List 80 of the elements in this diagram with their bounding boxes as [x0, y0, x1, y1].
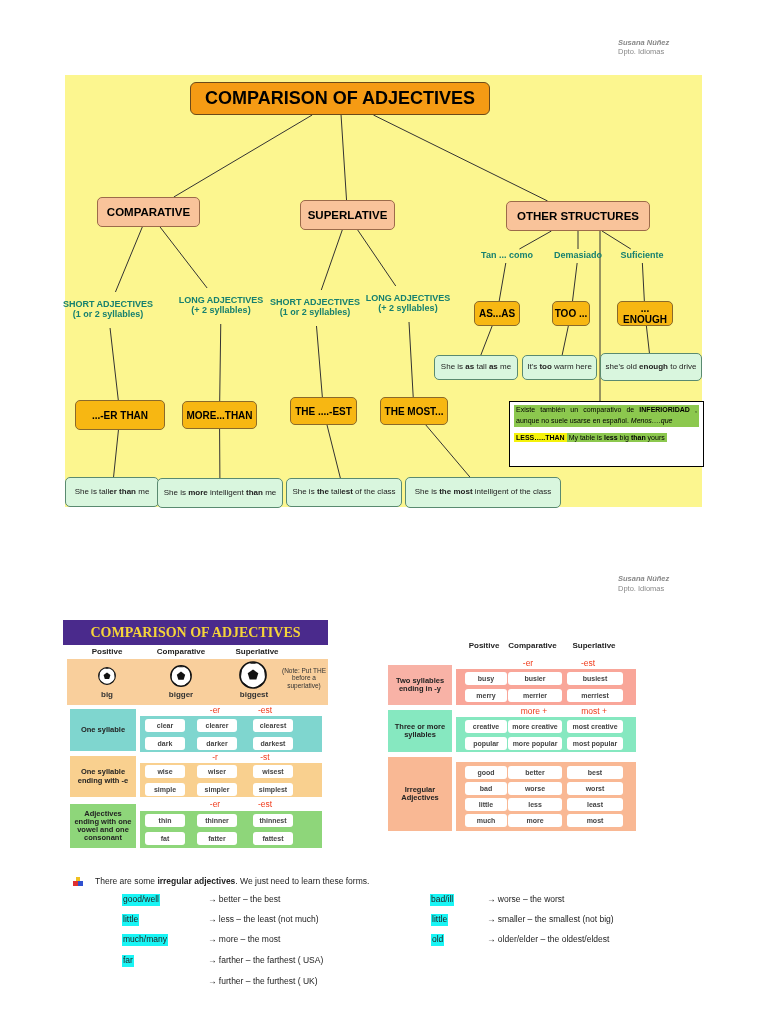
connector-line: [320, 229, 343, 291]
suffix-label: more +: [519, 707, 549, 717]
category-text: Tan ... como: [470, 249, 544, 263]
highlighted-word: far: [122, 955, 134, 967]
example-box: She is taller than me: [65, 477, 159, 507]
category-box: OTHER STRUCTURES: [506, 201, 650, 231]
connector-line: [114, 226, 143, 293]
column-header: Comparative: [155, 647, 207, 657]
highlighted-word: much/many: [122, 934, 168, 946]
note-box: [509, 401, 704, 467]
highlighted-word: bad/ill: [430, 894, 455, 906]
suffix-label: -er: [208, 800, 222, 810]
category-text: LONG ADJECTIVES (+ 2 syllables): [175, 288, 267, 324]
example-box: she's old enough to drive: [600, 353, 702, 381]
connector-line: [219, 323, 222, 402]
word-forms-text: → more – the most: [208, 934, 281, 946]
connector-line: [372, 114, 549, 202]
connector-line: [173, 114, 313, 198]
word-forms-text: → better – the best: [208, 894, 281, 906]
example-box: She is the most intelligent of the class: [405, 477, 561, 508]
suffix-label: -est: [256, 800, 274, 810]
example-box: She is more intelligent than me: [157, 478, 283, 508]
connector-line: [316, 325, 323, 398]
word-forms-text: → less – the least (not much): [208, 914, 319, 926]
word-forms-text: → older/elder – the oldest/eldest: [487, 934, 610, 946]
highlighted-word: little: [431, 914, 449, 926]
category-text: SHORT ADJECTIVES (1 or 2 syllables): [62, 292, 154, 328]
example-box: She is as tall as me: [434, 355, 518, 380]
word-forms-text: → smaller – the smallest (not big): [487, 914, 614, 926]
column-header: Positive: [467, 641, 501, 651]
column-header: Superlative: [571, 641, 617, 651]
title-box: COMPARISON OF ADJECTIVES: [190, 82, 490, 115]
category-text: Demasiado: [546, 249, 610, 263]
intro-text: There are some irregular adjectives. We just need to learn these forms.: [95, 876, 370, 888]
connector-line: [480, 325, 493, 356]
category-box: SUPERLATIVE: [300, 200, 395, 230]
connector-line: [498, 262, 507, 302]
suffix-label: most +: [580, 707, 608, 717]
example-box: She is the tallest of the class: [286, 478, 402, 507]
connector-line: [357, 229, 397, 287]
connector-line: [408, 321, 414, 398]
suffix-label: -er: [521, 659, 535, 669]
connector-line: [561, 325, 569, 356]
suffix-label: -er: [208, 706, 222, 716]
column-header: Positive: [90, 647, 124, 657]
connector-line: [572, 262, 578, 302]
suffix-label: -r: [211, 753, 219, 763]
column-header: Superlative: [234, 647, 280, 657]
suffix-label: -st: [259, 753, 271, 763]
highlighted-word: good/well: [122, 894, 160, 906]
suffix-label: -est: [256, 706, 274, 716]
connector-line: [641, 262, 645, 302]
word-label: biggest: [238, 690, 270, 701]
connector-line: [425, 424, 471, 478]
infographic-title: COMPARISON OF ADJECTIVES: [63, 620, 328, 645]
connector-line: [599, 230, 601, 402]
connector-line: [159, 226, 208, 289]
connector-line: [326, 424, 341, 479]
category-box: COMPARATIVE: [97, 197, 200, 227]
connector-line: [645, 325, 650, 354]
column-header: Comparative: [507, 641, 558, 651]
word-forms-text: → further – the furthest ( UK): [208, 976, 318, 988]
word-forms-text: → farther – the farthest ( USA): [208, 955, 324, 967]
category-text: Suficiente: [613, 249, 671, 263]
connector-line: [113, 429, 119, 478]
connector-line: [518, 230, 552, 250]
connector-line: [219, 428, 221, 479]
connector-line: [577, 230, 579, 250]
highlighted-word: old: [431, 934, 445, 946]
word-forms-text: → worse – the worst: [487, 894, 565, 906]
connector-line: [601, 230, 632, 250]
connector-line: [109, 327, 119, 401]
example-box: It's too warm here: [522, 355, 597, 380]
highlighted-word: little: [122, 914, 140, 926]
category-text: LONG ADJECTIVES (+ 2 syllables): [362, 286, 454, 322]
suffix-label: -est: [579, 659, 597, 669]
category-text: SHORT ADJECTIVES (1 or 2 syllables): [269, 290, 361, 326]
word-label: big: [100, 690, 114, 701]
word-label: bigger: [167, 690, 195, 701]
connector-line: [340, 114, 348, 201]
